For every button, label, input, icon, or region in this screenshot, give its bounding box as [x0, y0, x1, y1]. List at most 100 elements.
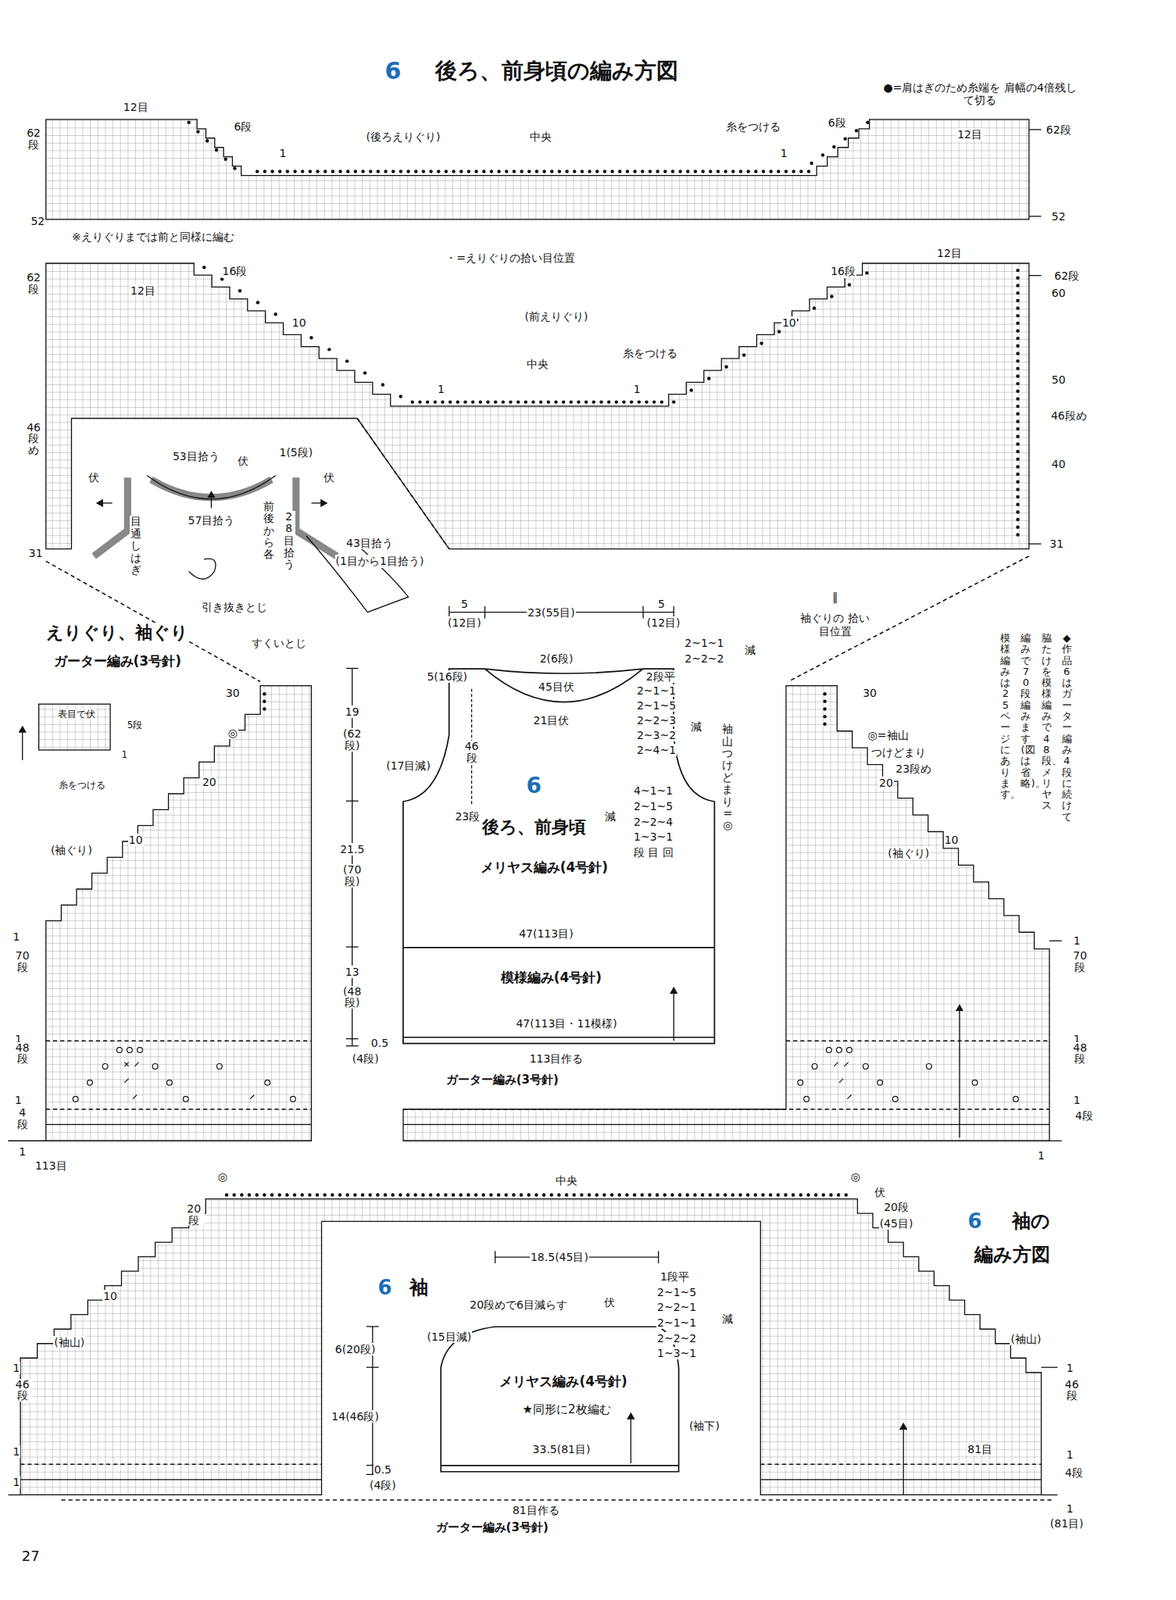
chart-label: 伏 — [87, 471, 101, 484]
chart-label: 4 段 — [11, 1107, 33, 1130]
pickup-dot — [399, 394, 403, 398]
pickup-dot — [463, 400, 467, 404]
pickup-dot — [1015, 435, 1019, 439]
chart-label: (45目) — [879, 1217, 915, 1230]
pickup-dot — [843, 136, 847, 140]
pickup-dot — [610, 169, 614, 173]
pickup-dot — [693, 1193, 697, 1197]
pickup-dot — [1015, 268, 1019, 272]
pickup-dot — [607, 400, 611, 404]
pickup-dot — [399, 169, 403, 173]
chart-label: 6 — [967, 1210, 983, 1234]
chart-label: 21.5 — [339, 843, 365, 856]
chart-label: 伏 — [873, 1186, 887, 1199]
pickup-dot — [390, 1193, 394, 1197]
chart-label: 62段 — [1045, 123, 1073, 136]
pickup-dot — [614, 400, 619, 404]
pickup-dot — [375, 1193, 379, 1197]
pickup-dot — [323, 169, 327, 173]
pickup-dot — [655, 169, 659, 173]
chart-label: (4段) — [368, 1479, 397, 1492]
chart-label: ●=肩はぎのため糸端を 肩幅の4倍残して切る — [882, 81, 1078, 107]
pickup-dot — [806, 1193, 810, 1197]
chart-label: 2段平 — [645, 670, 676, 683]
pickup-dot — [625, 1193, 629, 1197]
chart-label: 6 — [376, 1276, 393, 1301]
chart-label: 10 — [102, 1290, 118, 1303]
chart-label: 31 — [28, 546, 44, 560]
chart-label: 1 — [1065, 1448, 1075, 1462]
pickup-dot — [554, 400, 558, 404]
chart-label: 43目拾う — [345, 536, 394, 550]
pickup-dot — [376, 169, 380, 173]
chart-label: 16段 — [829, 264, 857, 278]
pickup-dot — [814, 1193, 818, 1197]
chart-label: 表目で伏 — [57, 709, 97, 721]
chart-grid — [46, 119, 1030, 220]
chart-label: 1 — [1065, 1502, 1075, 1516]
pickup-dot — [686, 1193, 690, 1197]
chart-label: 2~1~1 — [656, 1316, 698, 1330]
chart-label: 23段め — [894, 762, 933, 776]
pickup-dot — [647, 1193, 651, 1197]
pickup-dot — [1015, 344, 1019, 348]
pickup-dot — [406, 169, 410, 173]
chart-label: (15目減) — [425, 1330, 472, 1344]
chart-label: 10 — [781, 316, 798, 329]
chart-label: ・=えりぐりの拾い目位置 — [444, 251, 576, 265]
chart-label: 1 — [11, 930, 21, 944]
chart-label: 伏 — [236, 454, 250, 468]
pickup-dot — [1015, 532, 1019, 537]
pickup-dot — [637, 400, 641, 404]
pickup-dot — [496, 1193, 501, 1197]
chart-label: 1~3~1 — [632, 830, 674, 844]
pickup-dot — [331, 169, 335, 173]
chart-label: 46 段 — [1061, 1379, 1083, 1402]
pickup-dot — [791, 169, 795, 173]
pickup-dot — [278, 169, 282, 173]
pickup-dot — [799, 169, 803, 173]
pickup-dot — [519, 169, 523, 173]
chart-label: 10 — [128, 833, 144, 847]
chart-label: 12目 — [936, 246, 963, 260]
pickup-dot — [542, 1193, 546, 1197]
pickup-dot — [524, 400, 528, 404]
pickup-dot — [644, 400, 648, 404]
pickup-dot — [777, 329, 781, 333]
chart-label: 袖の — [1011, 1211, 1051, 1234]
pickup-dot — [307, 1193, 311, 1197]
schematic-text: 6 — [525, 773, 543, 799]
pickup-dot — [1015, 412, 1019, 416]
pickup-dot — [456, 400, 460, 404]
pickup-dot — [220, 277, 224, 281]
chart-label: (前えりぐり) — [524, 310, 590, 323]
pickup-dot — [1015, 464, 1019, 469]
chart-title: 後ろ、前身頃の編み方図 — [434, 58, 680, 84]
chart-label: 6 — [384, 57, 403, 86]
pickup-dot — [330, 1193, 334, 1197]
pickup-dot — [783, 1193, 787, 1197]
pickup-dot — [202, 265, 206, 269]
chart-label: 2(6段) — [539, 652, 575, 665]
chart-label: 2~1~5 — [632, 800, 674, 813]
chart-label: 27 — [21, 1548, 41, 1566]
pickup-dot — [535, 169, 539, 173]
chart-label: 目通しはぎ — [129, 515, 143, 576]
pickup-dot — [428, 1193, 433, 1197]
pickup-dot — [1015, 450, 1019, 454]
pickup-dot — [232, 166, 236, 170]
pickup-dot — [428, 169, 433, 173]
pickup-dot — [700, 1193, 705, 1197]
pickup-dot — [603, 169, 607, 173]
chart-label: (後ろえりぐり) — [365, 130, 442, 143]
pickup-dot — [739, 169, 743, 173]
pickup-dot — [516, 400, 520, 404]
chart-label: 62 段 — [23, 127, 45, 151]
chart-label: (12目) — [446, 616, 483, 630]
pickup-dot — [618, 169, 622, 173]
chart-label: 1 — [11, 1476, 21, 1489]
chart-label: 20 — [201, 775, 218, 789]
chart-label: 10 — [291, 316, 308, 329]
pickup-dot — [534, 1193, 538, 1197]
pickup-dot — [1015, 518, 1019, 522]
